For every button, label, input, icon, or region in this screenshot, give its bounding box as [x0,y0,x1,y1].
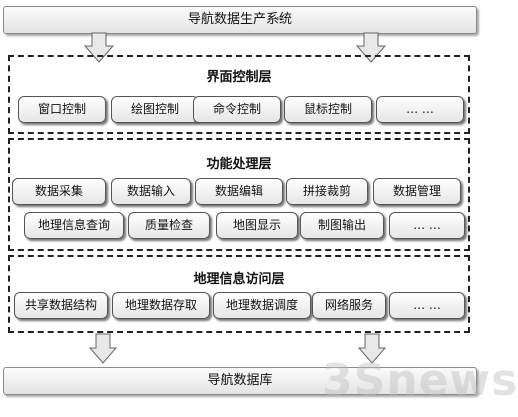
return-mark-top: ↵ [276,14,284,24]
module-box: 地图显示 [216,212,298,239]
module-box: 绘图控制 [111,96,199,123]
bottom-bar-navigation-database: 导航数据库 [3,367,477,395]
down-arrow-bottom-left [88,333,118,364]
module-box: 共享数据结构 [14,292,108,319]
layer-geographic-information-access: 地理信息访问层 共享数据结构 地理数据存取 地理数据调度 网络服务 … … [8,255,470,333]
module-box: 数据采集 [12,178,106,205]
module-box-ellipsis: … … [389,212,465,239]
module-box: 命令控制 [193,96,281,123]
layer-function-processing: 功能处理层 数据采集 数据输入 数据编辑 拼接裁剪 数据管理 地理信息查询 质量… [8,138,470,251]
watermark-logo: 3Snews [322,355,518,406]
module-box: 网络服务 [312,292,386,319]
module-box: 制图输出 [300,212,384,239]
layer-interface-control: 界面控制层 窗口控制 绘图控制 命令控制 鼠标控制 … … [8,55,470,134]
module-box: 拼接裁剪 [286,178,368,205]
module-box: 地理数据存取 [112,292,210,319]
top-bar-navigation-data-production-system: 导航数据生产系统 [3,6,477,34]
module-box-ellipsis: … … [389,292,465,319]
down-arrow-top-left [83,32,115,63]
layer-title: 功能处理层 [206,157,272,172]
module-box: 地理信息查询 [24,212,124,239]
module-box: 数据编辑 [195,178,283,205]
module-box: 数据输入 [111,178,191,205]
down-arrow-bottom-right [357,333,387,364]
top-bar-label: 导航数据生产系统 [187,12,292,27]
module-box: 数据管理 [373,178,461,205]
bottom-bar-label: 导航数据库 [207,373,273,388]
module-box-ellipsis: … … [376,96,464,123]
layer-title: 地理信息访问层 [193,272,285,287]
module-box: 窗口控制 [18,96,106,123]
module-box: 质量检查 [128,212,210,239]
down-arrow-top-right [355,32,387,63]
module-box: 地理数据调度 [213,292,311,319]
layer-title: 界面控制层 [206,70,272,85]
module-box: 鼠标控制 [284,96,372,123]
